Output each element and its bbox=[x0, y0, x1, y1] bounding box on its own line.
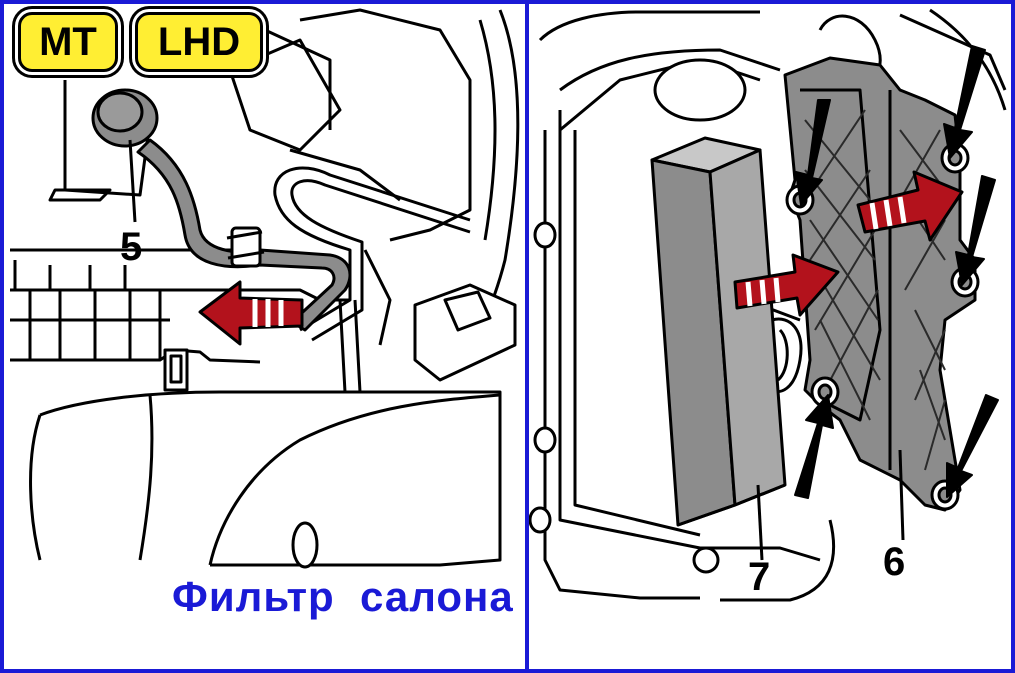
gray-hose bbox=[91, 88, 352, 332]
diagram-caption: Фильтр салона bbox=[172, 573, 514, 620]
drive-side-badge: LHD bbox=[135, 12, 263, 72]
black-arrow bbox=[955, 175, 996, 286]
red-arrow-right-filter bbox=[733, 253, 840, 317]
black-arrow bbox=[795, 99, 831, 206]
callout-label-5: 5 bbox=[120, 225, 143, 269]
black-arrow bbox=[946, 394, 999, 498]
transmission-badge: MT bbox=[18, 12, 118, 72]
cabin-filter bbox=[650, 136, 787, 527]
callout-label-7: 7 bbox=[748, 555, 771, 599]
black-arrow bbox=[943, 45, 986, 159]
red-arrow-left bbox=[198, 280, 304, 346]
red-arrow-right-cover bbox=[856, 170, 964, 242]
callout-line-7 bbox=[756, 484, 764, 561]
panel-divider bbox=[525, 0, 529, 673]
callout-label-6: 6 bbox=[883, 540, 906, 584]
callout-line-6 bbox=[898, 449, 905, 541]
callout-line-5 bbox=[128, 139, 137, 223]
black-arrow bbox=[794, 394, 834, 499]
left-panel-linework bbox=[10, 8, 520, 569]
black-arrows bbox=[794, 45, 999, 499]
